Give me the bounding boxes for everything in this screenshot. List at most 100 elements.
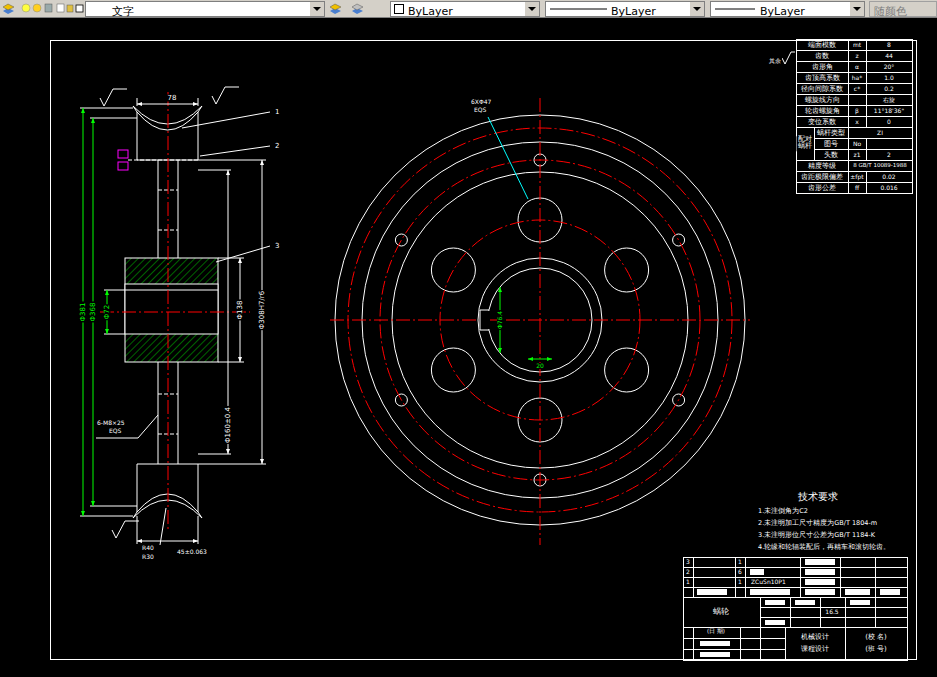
section-view: [96, 415, 158, 438]
toolbar-dropdown: 随颜色: [870, 1, 934, 17]
drawing-label: ha*: [851, 75, 863, 81]
title-block: [683, 557, 908, 661]
drawing-label: 齿形公差: [807, 184, 837, 191]
toolbar-dropdown: ByLayer: [545, 1, 690, 17]
drawing-label: 11°18'36": [873, 108, 905, 114]
drawing-label: 20: [535, 363, 545, 369]
front-view: [528, 359, 552, 360]
front-view: [480, 310, 489, 330]
drawing-label: 其余: [768, 58, 782, 64]
title-block: [683, 568, 907, 628]
front-view: [488, 117, 528, 199]
section-view: [125, 290, 218, 291]
section-view: [118, 162, 128, 170]
drawing-label: z1: [853, 152, 862, 158]
drawing-label: α: [854, 64, 860, 70]
toolbar: [22, 4, 30, 12]
toolbar: [850, 2, 864, 16]
toolbar: [310, 2, 324, 16]
drawing-label: x: [854, 119, 860, 125]
drawing-label: 端面模数: [807, 41, 837, 48]
title-block: [750, 569, 764, 575]
title-block: [700, 652, 730, 657]
drawing-label: 头数: [823, 151, 839, 158]
drawing-label: 1: [274, 109, 280, 116]
drawing-label: Φ72: [104, 304, 111, 320]
drawing-label: 变位系数: [807, 118, 837, 125]
drawing-label: 3: [274, 243, 280, 250]
drawing-label: Φ160±0.4: [225, 406, 232, 444]
title-block: [697, 559, 900, 657]
drawing-label: ZCuSn10P1: [750, 579, 787, 585]
front-view: [395, 234, 407, 246]
front-view: [330, 98, 750, 545]
dropdown-text: ByLayer: [611, 4, 656, 20]
drawing-label: z: [854, 53, 859, 59]
drawing-label: 6XΦ47: [470, 99, 492, 105]
title-block: [880, 589, 900, 595]
drawing-label: 1.0: [883, 75, 895, 81]
drawing-label: Φ308H7/r6: [259, 290, 266, 330]
drawing-label: Φ381: [80, 302, 87, 323]
drawing-label: mt: [852, 42, 862, 48]
drawing-label: 16.5: [824, 609, 839, 615]
toolbar-dropdown: 文字: [85, 1, 310, 17]
drawing-label: 2: [685, 569, 691, 575]
toolbar: [690, 2, 704, 16]
title-block: [765, 620, 785, 625]
drawing-label: 齿距极限偏差: [800, 173, 844, 180]
dropdown-text: 随颜色: [874, 4, 907, 20]
drawing-label: 齿形角: [811, 63, 834, 70]
drawing-label: 1: [737, 579, 743, 585]
drawing-label: 螺旋线方向: [804, 96, 841, 103]
section-view: [100, 87, 239, 538]
section-view: [125, 284, 218, 334]
section-view: [80, 87, 270, 545]
drawing-label: 0.2: [883, 86, 895, 92]
title-block: [765, 600, 785, 605]
section-view: [198, 160, 266, 464]
front-view: [479, 311, 490, 329]
section-view: [137, 516, 198, 544]
toolbar: [550, 9, 607, 10]
drawing-label: 2: [886, 152, 892, 158]
section-view: [125, 258, 218, 362]
drawing-label: 2: [274, 143, 280, 150]
title-block: [700, 641, 730, 646]
drawing-label: 3.未注明形位尺寸公差为GB/T 1184-K: [757, 532, 876, 539]
toolbar: [57, 4, 64, 12]
section-view: [168, 92, 169, 532]
title-block: [850, 600, 870, 605]
drawing-label: 4.轮缘和轮辐装配后，再精车和滚切轮齿。: [757, 544, 891, 551]
drawing-label: 图号: [823, 140, 839, 147]
toolbar: [67, 5, 73, 12]
section-view: [118, 150, 128, 158]
drawing-label: 0.02: [881, 174, 896, 180]
drawing-label: 轮齿螺旋角: [804, 107, 841, 114]
drawing-label: 0: [886, 119, 892, 125]
title-block: [805, 579, 835, 585]
section-view: [80, 108, 137, 516]
drawing-label: (校 名): [864, 634, 888, 641]
gear-data-table: [797, 40, 913, 194]
toolbar: [313, 7, 321, 11]
drawing-label: ±fpt: [849, 174, 864, 180]
dropdown-text: 文字: [112, 4, 134, 20]
drawing-label: 技术要求: [797, 492, 839, 502]
drawing-label: 8: [886, 42, 892, 48]
drawing-label: 3: [685, 559, 691, 565]
drawing-label: 6: [737, 569, 743, 575]
drawing-label: 0.016: [879, 185, 898, 191]
toolbar: [33, 4, 41, 12]
drawing-label: No: [852, 141, 862, 147]
title-block: [697, 589, 727, 595]
toolbar: [715, 9, 755, 10]
drawing-label: R40: [141, 545, 155, 551]
drawing-label: 蜗杆类型: [816, 129, 846, 136]
drawing-label: 蜗轮: [712, 608, 730, 616]
toolbar: [528, 7, 536, 11]
drawing-label: 课程设计: [800, 646, 830, 653]
title-block: [750, 589, 790, 595]
